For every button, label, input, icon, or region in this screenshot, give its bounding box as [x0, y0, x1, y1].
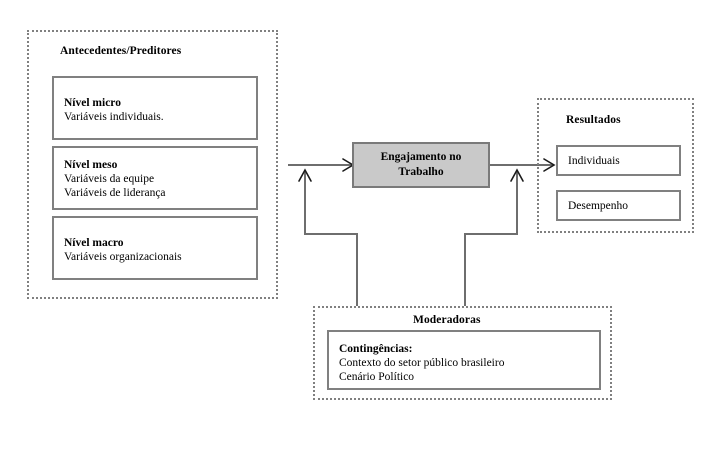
outcomes-group — [537, 98, 694, 233]
outcome-individuais-label: Individuais — [568, 155, 620, 167]
moderators-group — [313, 306, 612, 400]
moderators-heading: Contingências: — [339, 343, 413, 355]
outcomes-group-title: Resultados — [566, 114, 621, 126]
core-node-engagement[interactable]: Engajamento no Trabalho — [352, 142, 490, 188]
level-box-meso[interactable]: Nível meso Variáveis da equipe Variáveis… — [52, 146, 258, 210]
connector-moderators-right — [464, 172, 518, 306]
level-box-micro[interactable]: Nível micro Variáveis individuais. — [52, 76, 258, 140]
level-micro-detail-1: Variáveis individuais. — [64, 111, 164, 123]
arrowhead-moderator-left — [298, 168, 312, 182]
moderators-detail-1: Contexto do setor público brasileiro — [339, 357, 505, 369]
antecedents-group-title: Antecedentes/Preditores — [60, 45, 182, 57]
level-macro-name: Nível macro — [64, 237, 124, 249]
moderators-detail-2: Cenário Político — [339, 371, 415, 383]
level-micro-name: Nível micro — [64, 97, 121, 109]
level-meso-name: Nível meso — [64, 159, 118, 171]
arrowhead-moderator-right — [510, 168, 524, 182]
outcome-box-individuais[interactable]: Individuais — [556, 145, 681, 176]
outcome-desempenho-label: Desempenho — [568, 200, 629, 212]
level-meso-detail-1: Variáveis da equipe — [64, 173, 155, 185]
level-meso-detail-2: Variáveis de liderança — [64, 187, 166, 199]
connector-moderators-left — [304, 172, 358, 306]
core-node-label: Engajamento no Trabalho — [380, 151, 462, 178]
moderators-group-title: Moderadoras — [413, 314, 481, 326]
antecedents-group — [27, 30, 278, 299]
moderators-contingencies-box[interactable]: Contingências: Contexto do setor público… — [327, 330, 601, 390]
outcome-box-desempenho[interactable]: Desempenho — [556, 190, 681, 221]
level-box-macro[interactable]: Nível macro Variáveis organizacionais — [52, 216, 258, 280]
level-macro-detail-1: Variáveis organizacionais — [64, 251, 182, 263]
